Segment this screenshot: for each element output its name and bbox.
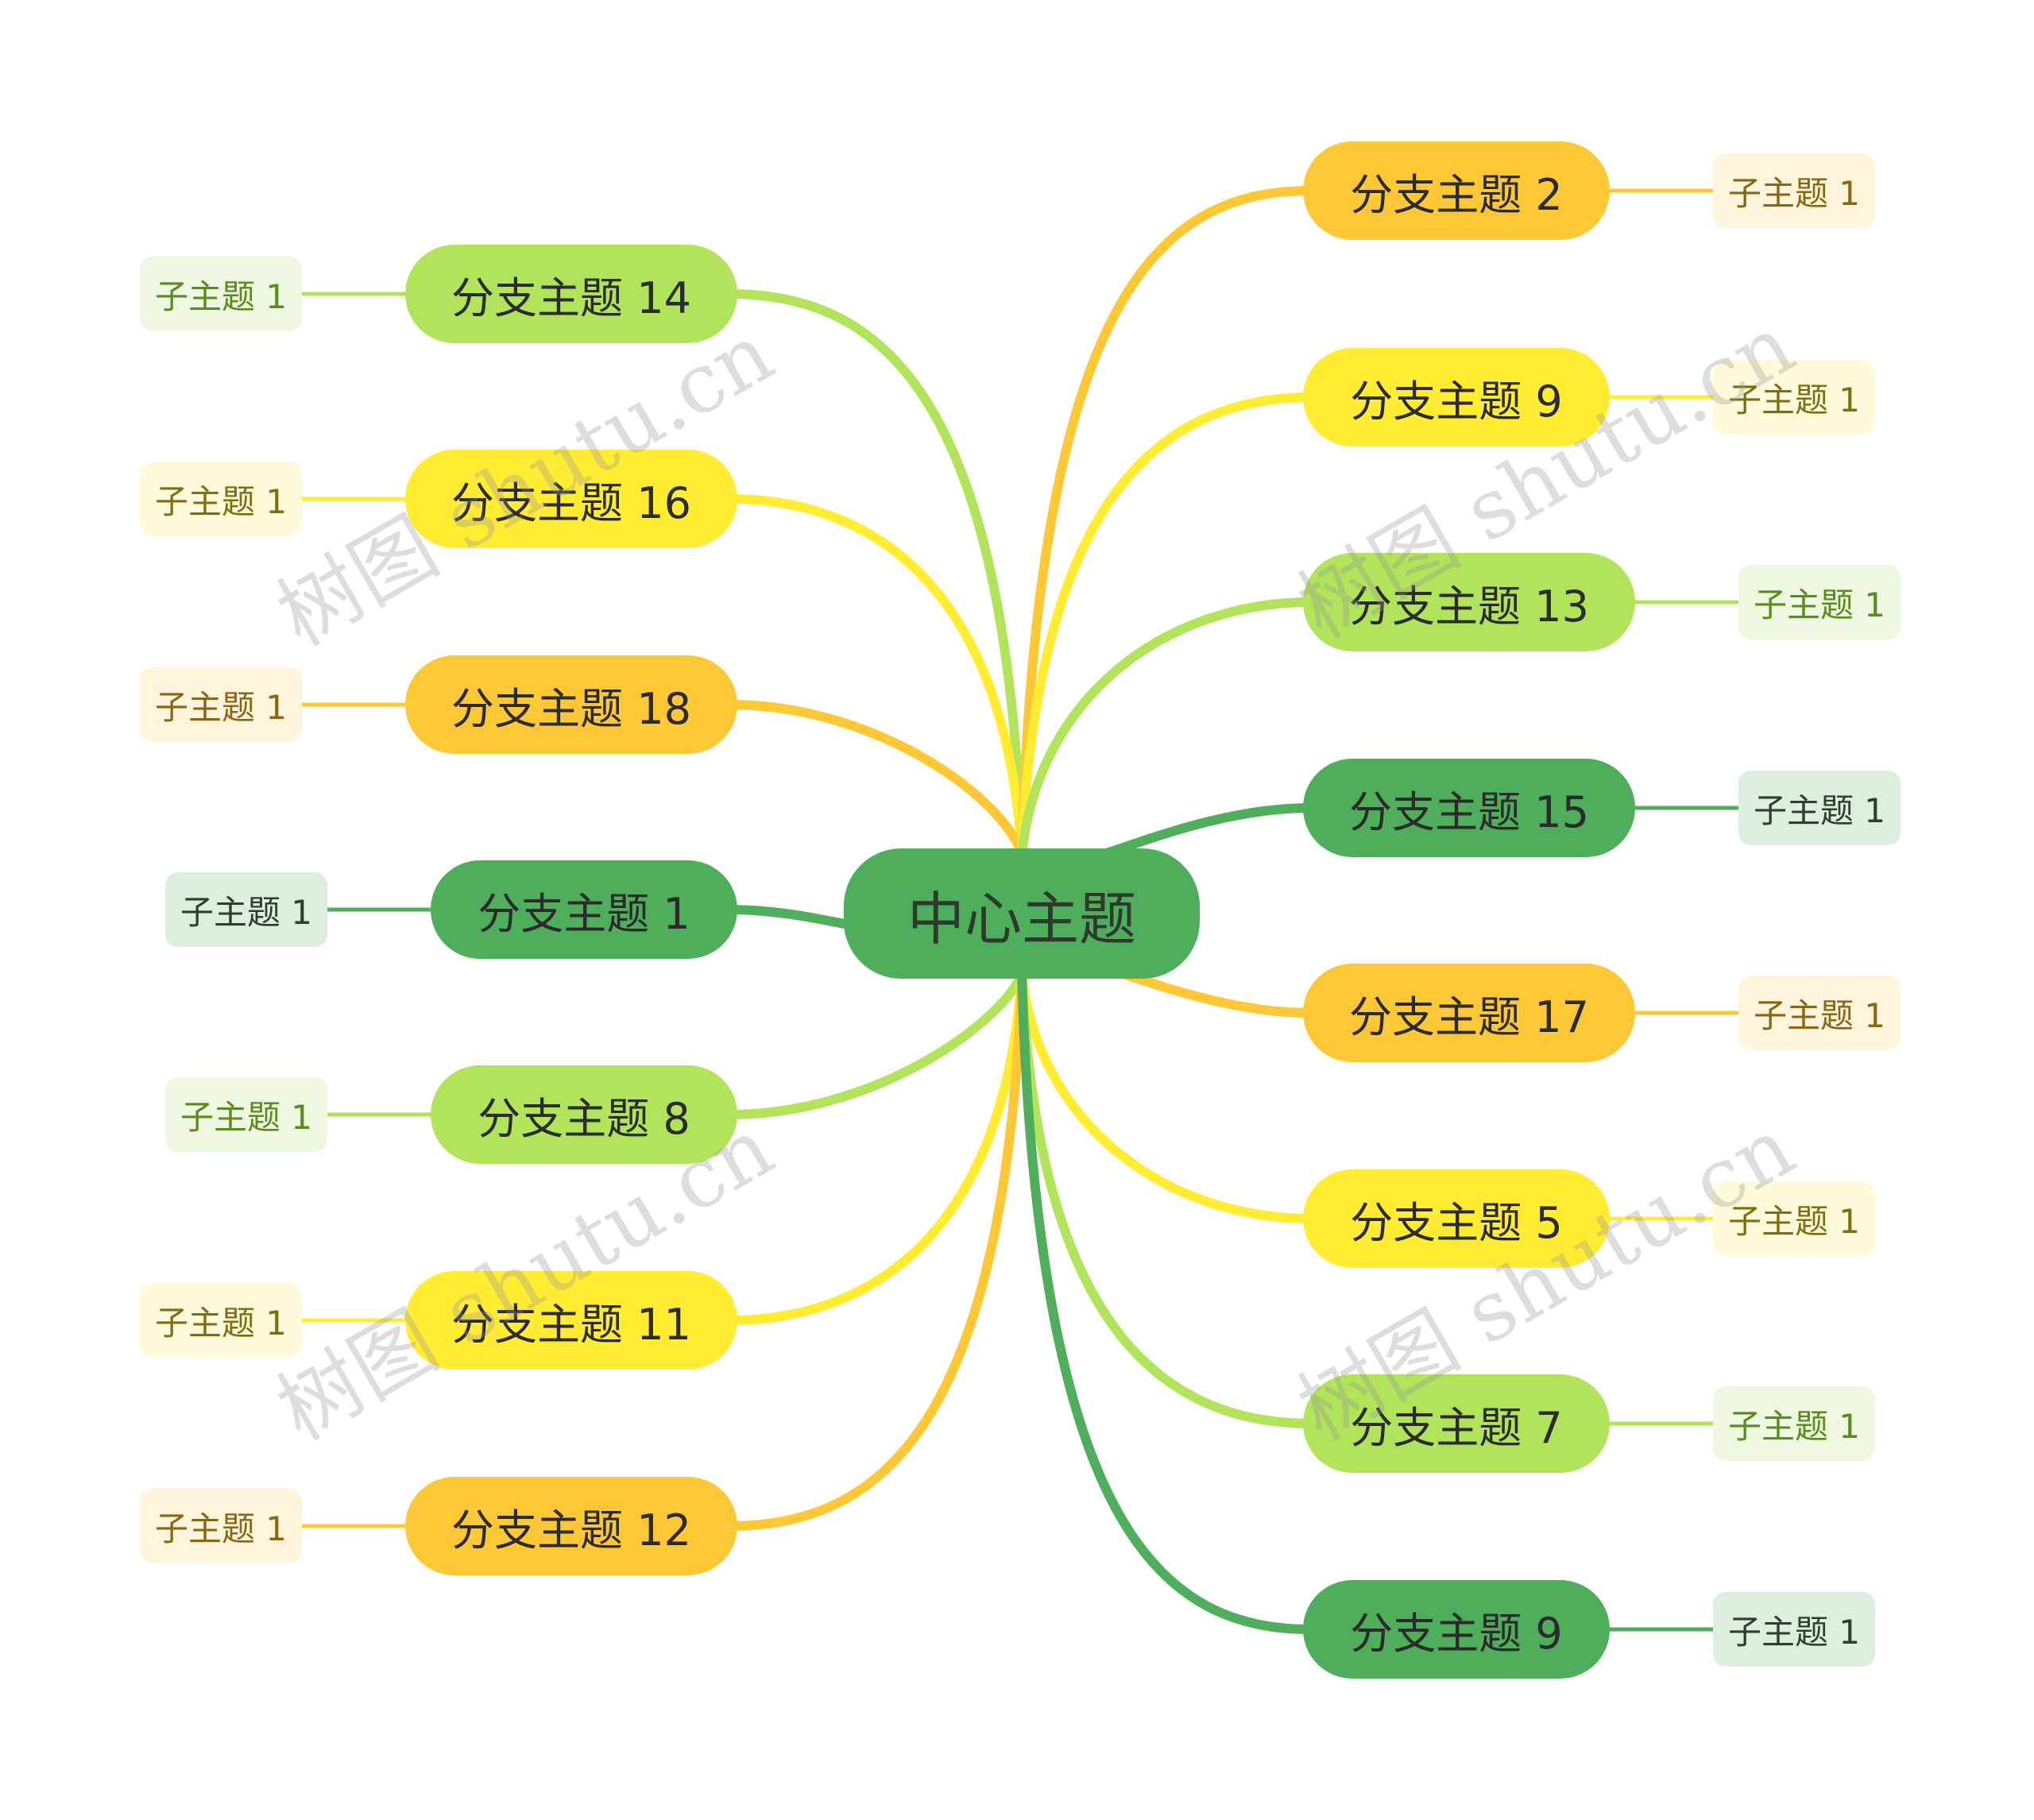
- sub-topic-2[interactable]: 子主题 1: [140, 667, 302, 742]
- branch-connector-0: [725, 289, 1027, 860]
- branch-topic-5-label: 分支主题 11: [451, 1299, 691, 1350]
- branch-connector-4: [725, 968, 1027, 1119]
- sub-topic-6[interactable]: 子主题 1: [140, 1489, 302, 1563]
- branch-topic-8-label: 分支主题 9: [1350, 376, 1563, 427]
- sub-topic-1-label: 子主题 1: [154, 481, 288, 521]
- branch-topic-14[interactable]: 分支主题 9: [1303, 1580, 1610, 1679]
- sub-topic-14-label: 子主题 1: [1727, 1612, 1861, 1652]
- sub-topic-8[interactable]: 子主题 1: [1713, 360, 1875, 435]
- sub-topic-1[interactable]: 子主题 1: [140, 462, 302, 536]
- branch-connector-7: [1017, 186, 1316, 860]
- sub-topic-13-label: 子主题 1: [1727, 1406, 1861, 1446]
- sub-topic-3[interactable]: 子主题 1: [165, 872, 327, 947]
- center-topic[interactable]: 中心主题: [844, 848, 1200, 979]
- branch-topic-12-label: 分支主题 5: [1350, 1197, 1563, 1248]
- branch-topic-7-label: 分支主题 2: [1350, 169, 1563, 220]
- branch-topic-14-label: 分支主题 9: [1350, 1608, 1563, 1659]
- sub-topic-10-label: 子主题 1: [1753, 790, 1886, 830]
- sub-topic-12[interactable]: 子主题 1: [1713, 1181, 1875, 1256]
- branch-topic-9-label: 分支主题 13: [1349, 581, 1589, 632]
- sub-topic-2-label: 子主题 1: [154, 687, 288, 727]
- sub-topic-0[interactable]: 子主题 1: [140, 257, 302, 331]
- center-topic-label: 中心主题: [907, 885, 1136, 953]
- branch-topic-11[interactable]: 分支主题 17: [1303, 964, 1635, 1062]
- branch-connector-13: [1017, 968, 1316, 1428]
- branch-topic-10-label: 分支主题 15: [1349, 786, 1589, 837]
- branch-topic-13[interactable]: 分支主题 7: [1303, 1374, 1610, 1473]
- sub-topic-7[interactable]: 子主题 1: [1713, 153, 1875, 228]
- branch-topic-6[interactable]: 分支主题 12: [405, 1477, 737, 1575]
- sub-topic-9-label: 子主题 1: [1753, 585, 1886, 624]
- branch-connector-9: [1017, 597, 1316, 860]
- branch-topic-9[interactable]: 分支主题 13: [1303, 553, 1635, 651]
- branch-topic-12[interactable]: 分支主题 5: [1303, 1169, 1610, 1268]
- branch-connector-2: [725, 700, 1027, 860]
- sub-topic-11-label: 子主题 1: [1753, 995, 1886, 1035]
- branch-topic-5[interactable]: 分支主题 11: [405, 1271, 737, 1370]
- branch-topic-0[interactable]: 分支主题 14: [405, 245, 737, 343]
- branch-connector-12: [1017, 968, 1316, 1223]
- branch-connector-14: [1017, 968, 1316, 1634]
- branch-connector-1: [725, 494, 1027, 860]
- sub-topic-0-label: 子主题 1: [154, 276, 288, 316]
- sub-topic-6-label: 子主题 1: [154, 1509, 288, 1548]
- branch-topic-8[interactable]: 分支主题 9: [1303, 348, 1610, 446]
- branch-connector-8: [1017, 392, 1316, 860]
- branch-topic-13-label: 分支主题 7: [1350, 1402, 1563, 1453]
- sub-topic-4[interactable]: 子主题 1: [165, 1077, 327, 1152]
- sub-topic-9[interactable]: 子主题 1: [1738, 565, 1901, 640]
- branch-topic-3[interactable]: 分支主题 1: [431, 860, 737, 959]
- branch-topic-1-label: 分支主题 16: [451, 477, 691, 528]
- sub-topic-3-label: 子主题 1: [180, 892, 313, 932]
- branch-topic-11-label: 分支主题 17: [1349, 991, 1589, 1042]
- branch-connector-6: [725, 968, 1027, 1531]
- sub-topic-8-label: 子主题 1: [1727, 380, 1861, 419]
- branch-topic-7[interactable]: 分支主题 2: [1303, 141, 1610, 240]
- branch-topic-3-label: 分支主题 1: [478, 888, 690, 939]
- branch-topic-6-label: 分支主题 12: [451, 1505, 691, 1555]
- sub-topic-14[interactable]: 子主题 1: [1713, 1592, 1875, 1667]
- sub-topic-10[interactable]: 子主题 1: [1738, 771, 1901, 845]
- branch-topic-1[interactable]: 分支主题 16: [405, 450, 737, 548]
- branch-topic-0-label: 分支主题 14: [451, 272, 691, 323]
- sub-topic-12-label: 子主题 1: [1727, 1201, 1861, 1241]
- sub-topic-11[interactable]: 子主题 1: [1738, 976, 1901, 1050]
- branch-topic-4[interactable]: 分支主题 8: [431, 1065, 737, 1164]
- branch-topic-4-label: 分支主题 8: [478, 1093, 690, 1144]
- branch-topic-2[interactable]: 分支主题 18: [405, 655, 737, 754]
- sub-topic-5-label: 子主题 1: [154, 1303, 288, 1343]
- sub-topic-5[interactable]: 子主题 1: [140, 1283, 302, 1358]
- sub-topic-4-label: 子主题 1: [180, 1097, 313, 1137]
- branch-topic-10[interactable]: 分支主题 15: [1303, 759, 1635, 857]
- sub-topic-7-label: 子主题 1: [1727, 173, 1861, 213]
- sub-topic-13[interactable]: 子主题 1: [1713, 1386, 1875, 1461]
- branch-topic-2-label: 分支主题 18: [451, 683, 691, 734]
- branch-connector-5: [725, 968, 1027, 1325]
